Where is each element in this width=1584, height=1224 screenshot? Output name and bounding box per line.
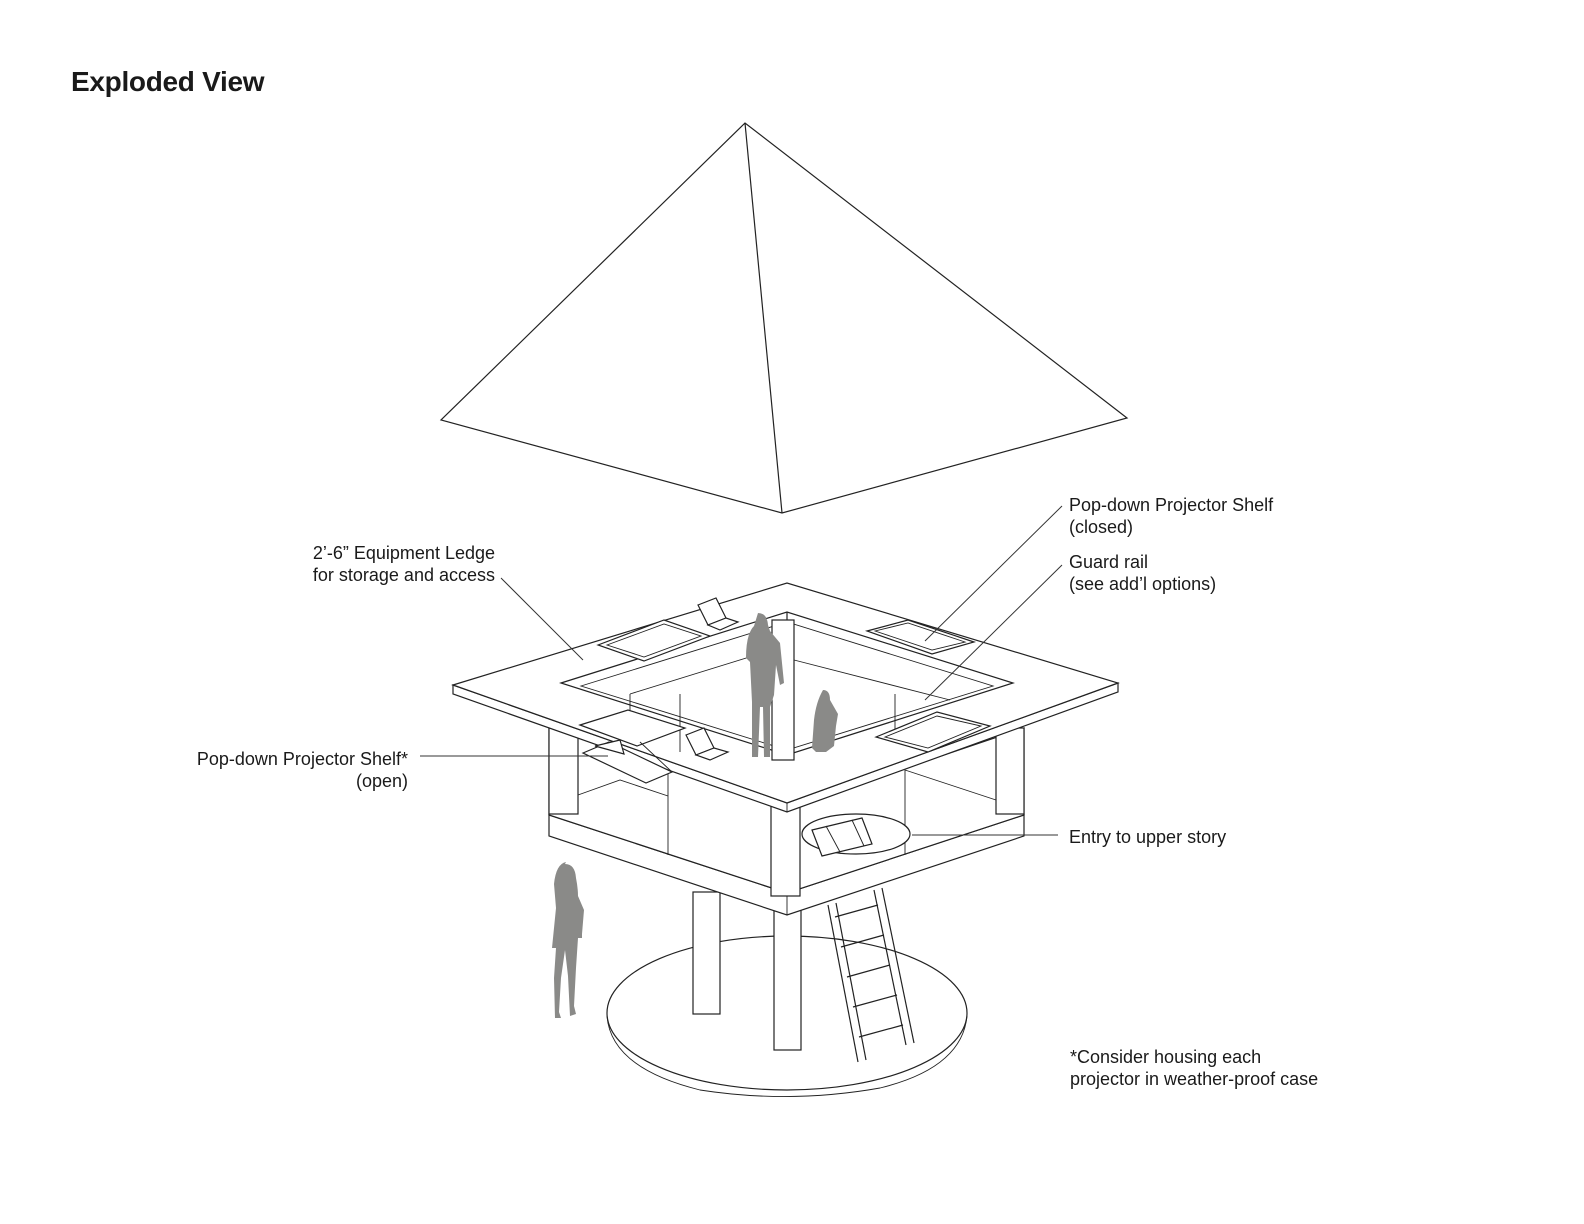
pyramid-roof <box>439 122 1129 514</box>
label-shelf-closed: Pop-down Projector Shelf (closed) <box>1069 494 1273 538</box>
label-guard-rail: Guard rail (see add’l options) <box>1069 551 1216 595</box>
open-shelf <box>581 739 674 784</box>
closed-shelves <box>578 619 992 753</box>
laptops <box>685 597 740 761</box>
ladder <box>827 887 915 1063</box>
footnote-line2: projector in weather-proof case <box>1070 1069 1319 1089</box>
label-shelf-open: Pop-down Projector Shelf* (open) <box>197 748 408 792</box>
label-guard-rail-line1: Guard rail <box>1069 552 1149 572</box>
entry-hatch <box>801 813 911 857</box>
support-posts <box>692 891 802 1051</box>
label-equipment-ledge-line2: for storage and access <box>312 565 495 585</box>
figure-standing-deck <box>746 613 784 757</box>
label-equipment-ledge: 2’-6” Equipment Ledge for storage and ac… <box>313 542 495 586</box>
footnote-line1: *Consider housing each <box>1070 1047 1262 1067</box>
label-shelf-open-line1: Pop-down Projector Shelf* <box>196 749 408 769</box>
figure-sitting-deck <box>812 690 838 752</box>
footnote: *Consider housing each projector in weat… <box>1070 1046 1318 1090</box>
label-shelf-closed-line1: Pop-down Projector Shelf <box>1069 495 1274 515</box>
label-guard-rail-line2: (see add’l options) <box>1069 574 1217 594</box>
figure-standing-ground <box>552 862 584 1018</box>
label-shelf-open-line2: (open) <box>355 771 408 791</box>
label-equipment-ledge-line1: 2’-6” Equipment Ledge <box>312 543 495 563</box>
leader-lines <box>420 505 1063 836</box>
label-shelf-closed-line2: (closed) <box>1069 517 1134 537</box>
label-entry-line1: Entry to upper story <box>1069 827 1227 847</box>
label-entry: Entry to upper story <box>1069 826 1226 848</box>
page-title: Exploded View <box>71 66 265 97</box>
